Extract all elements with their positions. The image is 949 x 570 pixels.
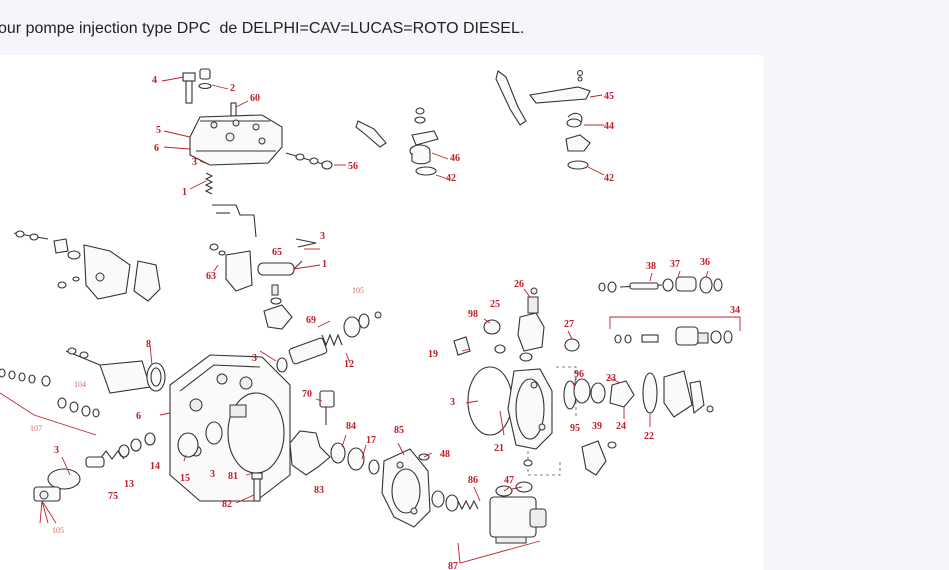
callout-label: 21 [494,443,504,454]
callout-label: 98 [468,309,478,320]
callout-label: 83 [314,485,324,496]
callout-label: 15 [180,473,190,484]
callout-label: 24 [616,421,626,432]
callout-label: 70 [302,389,312,400]
leader-lines [61,76,709,504]
advance-piston-group [276,311,382,425]
callout-label: 60 [250,93,260,104]
callout-label: 87 [448,561,458,570]
callout-label: 1 [182,187,187,198]
callout-label: 27 [564,319,574,330]
callout-label: 36 [700,257,710,268]
drive-coupling-group [289,430,380,476]
callout-label: 6 [154,143,159,154]
callout-labels: 4 2 60 5 6 3 1 56 46 42 45 44 42 3 65 1 … [30,75,740,570]
callout-label: 19 [428,349,438,360]
callout-label: 105 [352,286,364,295]
callout-label: 23 [606,373,616,384]
stop-lever-group [495,70,591,170]
callout-label: 69 [306,315,316,326]
linkage-group [209,238,317,330]
callout-label: 75 [108,491,118,502]
cam-ring-group [563,370,714,418]
callout-label: 3 [320,231,325,242]
pump-exploded-diagram: 4 2 60 5 6 3 1 56 46 42 45 44 42 3 65 1 … [0,55,763,570]
callout-label: 104 [74,380,86,389]
callout-label: 38 [646,261,656,272]
page-caption: our pompe injection type DPC de DELPHI=C… [0,20,525,37]
callout-label: 13 [124,479,134,490]
callout-label: 95 [570,423,580,434]
governor-cover-group [182,68,333,238]
callout-label: 82 [222,499,232,510]
callout-label: 6 [136,411,141,422]
diagram-drawing: 4 2 60 5 6 3 1 56 46 42 45 44 42 3 65 1 … [0,68,741,570]
callout-label: 85 [394,425,404,436]
callout-label: 48 [440,449,450,460]
callout-label: 44 [604,121,614,132]
hydraulic-head [467,366,617,476]
callout-label: 3 [192,157,197,168]
callout-label: 86 [468,475,478,486]
callout-label: 1 [322,259,327,270]
callout-label: 63 [206,271,216,282]
callout-label: 3 [450,397,455,408]
callout-label: 47 [504,475,514,486]
pump-housing [0,347,291,524]
throttle-lever-group [355,107,439,176]
callout-label: 17 [366,435,376,446]
drive-plate-group [381,448,547,564]
callout-label: 26 [514,279,524,290]
callout-label: 65 [272,247,282,258]
fitting-group [598,276,741,346]
callout-label: 3 [54,445,59,456]
callout-label: 105 [52,526,64,535]
callout-label: 2 [230,83,235,94]
callout-label: 37 [670,259,680,270]
callout-label: 81 [228,471,238,482]
callout-label: 5 [156,125,161,136]
callout-label: 45 [604,91,614,102]
callout-label: 12 [344,359,354,370]
callout-label: 84 [346,421,356,432]
callout-label: 46 [450,153,460,164]
callout-label: 96 [574,369,584,380]
callout-label: 39 [592,421,602,432]
callout-label: 42 [604,173,614,184]
callout-label: 56 [348,161,358,172]
callout-label: 3 [252,353,257,364]
callout-label: 25 [490,299,500,310]
callout-label: 8 [146,339,151,350]
bracket-group [13,230,161,302]
callout-label: 107 [30,424,42,433]
callout-label: 4 [152,75,157,86]
callout-label: 3 [210,469,215,480]
callout-label: 22 [644,431,654,442]
rotor-head-group [453,287,580,362]
callout-label: 14 [150,461,160,472]
callout-label: 34 [730,305,740,316]
callout-label: 42 [446,173,456,184]
